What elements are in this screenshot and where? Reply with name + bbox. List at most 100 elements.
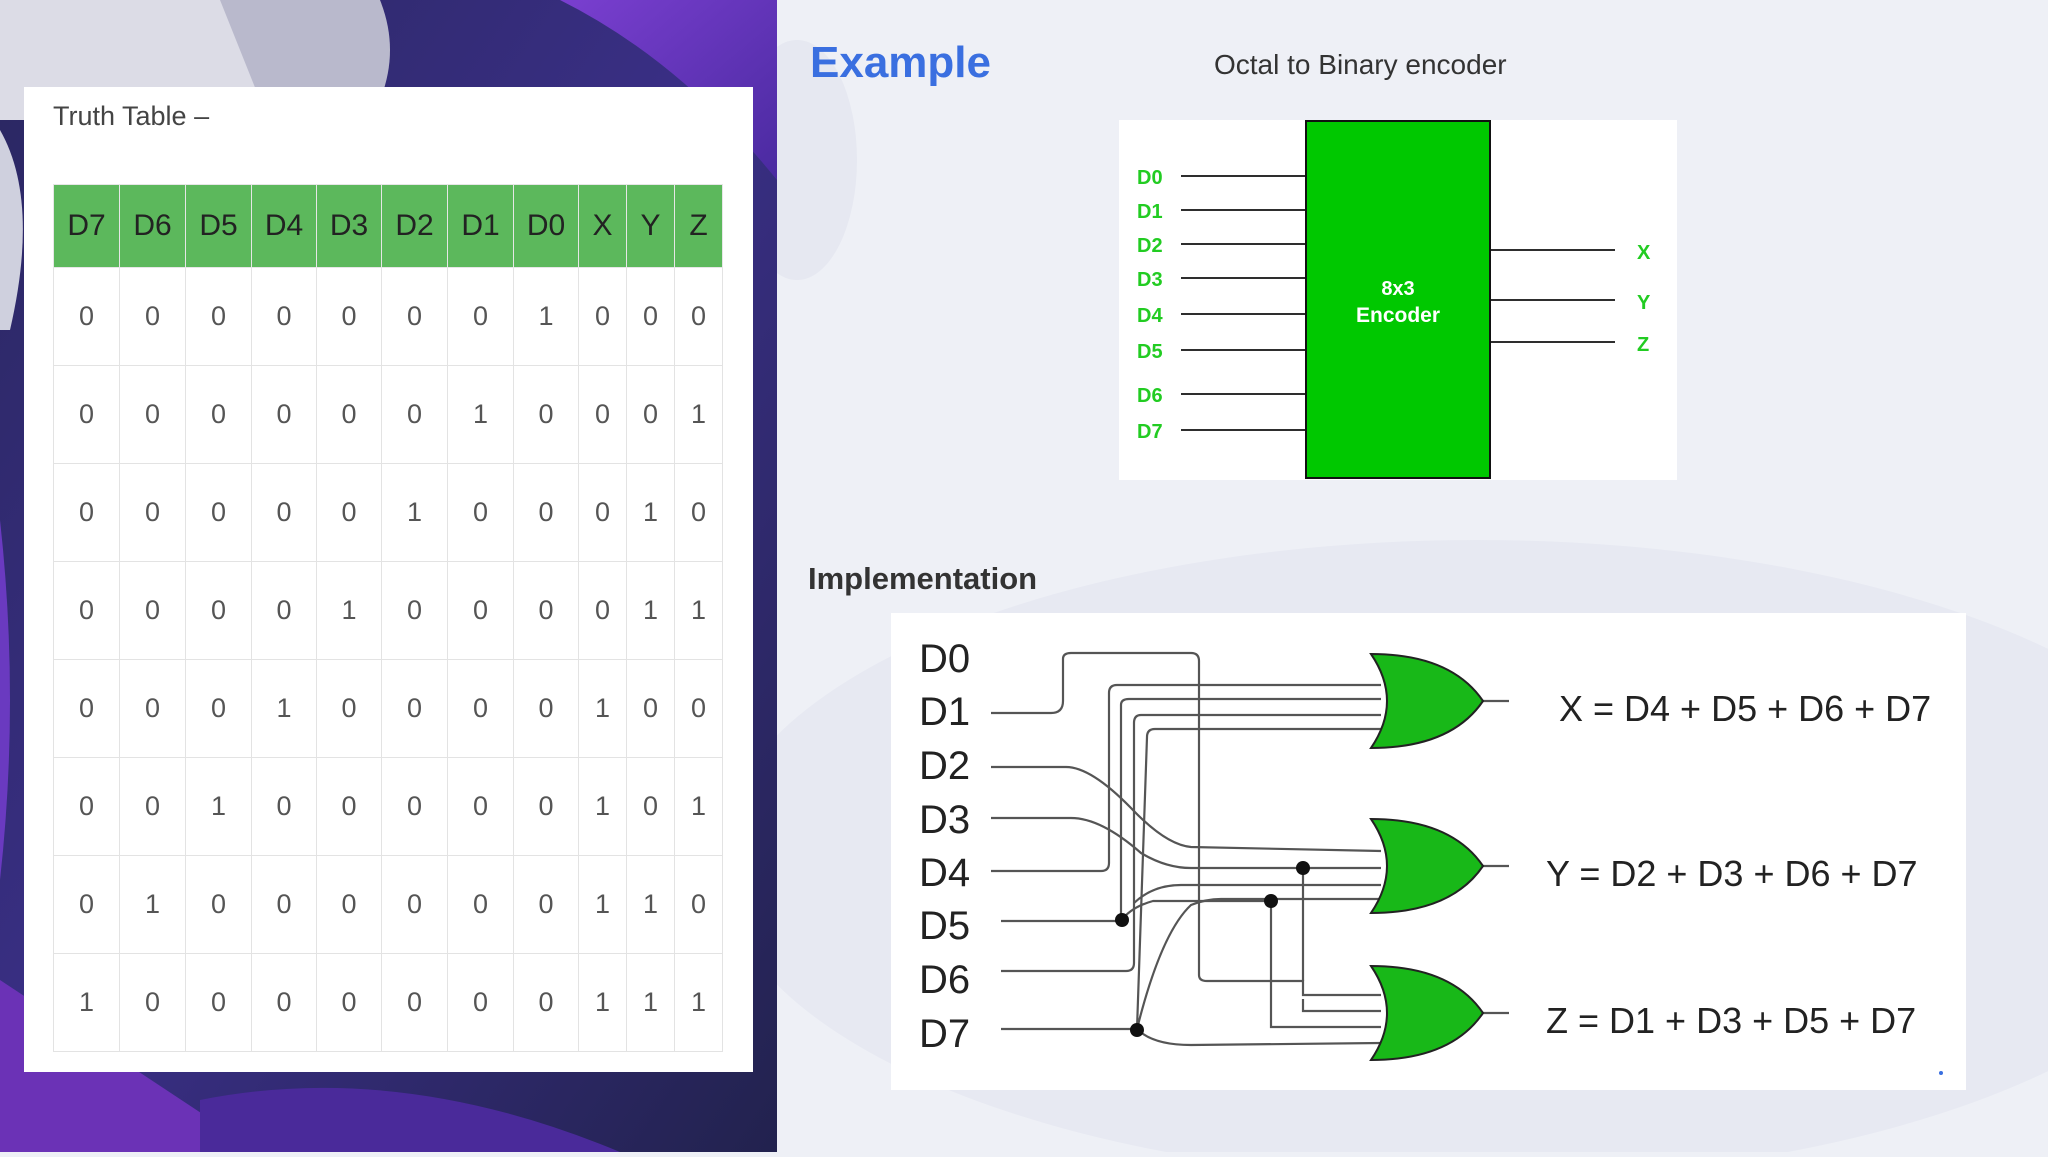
header-d0: D0 (513, 184, 579, 268)
encoder-output-label-y: Y (1637, 292, 1651, 314)
table-cell: 1 (53, 953, 120, 1052)
table-cell: 1 (578, 757, 627, 856)
table-cell: 0 (316, 953, 382, 1052)
table-cell: 1 (513, 267, 579, 366)
encoder-input-label-d5: D5 (1137, 341, 1163, 363)
wire-junctions (1115, 861, 1310, 1037)
header-d6: D6 (119, 184, 186, 268)
table-cell: 0 (251, 267, 317, 366)
table-cell: 0 (53, 757, 120, 856)
table-cell: 0 (447, 659, 514, 758)
table-cell: 0 (513, 365, 579, 464)
table-cell: 0 (119, 267, 186, 366)
table-cell: 0 (185, 855, 252, 954)
table-cell: 0 (626, 267, 675, 366)
encoder-output-label-x: X (1637, 242, 1651, 264)
table-cell: 0 (185, 953, 252, 1052)
impl-input-label-d4: D4 (919, 851, 970, 895)
table-cell: 0 (447, 953, 514, 1052)
table-cell: 0 (119, 659, 186, 758)
header-d7: D7 (53, 184, 120, 268)
table-cell: 0 (381, 267, 448, 366)
table-cell: 0 (447, 855, 514, 954)
encoder-block-label-1: 8x3 (1381, 278, 1414, 300)
junction-dot (1264, 894, 1278, 908)
table-cell: 0 (578, 561, 627, 660)
junction-dot (1115, 913, 1129, 927)
table-cell: 0 (513, 757, 579, 856)
or-gate-x (1369, 652, 1485, 750)
encoder-input-label-d7: D7 (1137, 421, 1163, 443)
table-cell: 0 (53, 267, 120, 366)
impl-input-label-d0: D0 (919, 637, 970, 681)
table-cell: 1 (626, 953, 675, 1052)
table-cell: 0 (119, 463, 186, 562)
table-cell: 0 (53, 463, 120, 562)
header-x: X (578, 184, 627, 268)
encoder-block-label-2: Encoder (1356, 304, 1440, 327)
table-cell: 0 (513, 659, 579, 758)
table-cell: 0 (674, 267, 723, 366)
table-cell: 0 (185, 267, 252, 366)
table-cell: 1 (626, 561, 675, 660)
table-cell: 0 (381, 659, 448, 758)
table-cell: 0 (251, 953, 317, 1052)
table-cell: 1 (626, 855, 675, 954)
table-cell: 0 (119, 757, 186, 856)
table-cell: 1 (251, 659, 317, 758)
table-cell: 0 (578, 365, 627, 464)
table-cell: 0 (626, 757, 675, 856)
encoder-output-label-z: Z (1637, 334, 1649, 356)
table-cell: 1 (185, 757, 252, 856)
header-d4: D4 (251, 184, 317, 268)
junction-dot (1130, 1023, 1144, 1037)
or-gate-z (1369, 964, 1485, 1062)
impl-input-label-d1: D1 (919, 690, 970, 734)
table-cell: 0 (316, 365, 382, 464)
table-cell: 0 (674, 855, 723, 954)
encoder-block (1305, 120, 1491, 479)
table-cell: 1 (674, 365, 723, 464)
table-cell: 0 (381, 561, 448, 660)
or-gate-y (1369, 817, 1485, 915)
header-z: Z (674, 184, 723, 268)
table-cell: 0 (513, 463, 579, 562)
header-y: Y (626, 184, 675, 268)
header-d1: D1 (447, 184, 514, 268)
table-cell: 1 (674, 953, 723, 1052)
table-cell: 0 (447, 561, 514, 660)
table-cell: 0 (185, 659, 252, 758)
table-cell: 1 (578, 659, 627, 758)
equation-z: Z = D1 + D3 + D5 + D7 (1546, 1000, 1916, 1041)
table-cell: 0 (447, 463, 514, 562)
table-cell: 0 (251, 365, 317, 464)
table-cell: 0 (53, 365, 120, 464)
junction-dot (1296, 861, 1310, 875)
encoder-input-label-d0: D0 (1137, 167, 1163, 189)
impl-input-label-d3: D3 (919, 798, 970, 842)
table-cell: 0 (119, 953, 186, 1052)
table-cell: 0 (185, 463, 252, 562)
wiring (991, 651, 1509, 1047)
header-d2: D2 (381, 184, 448, 268)
table-cell: 0 (513, 953, 579, 1052)
table-cell: 0 (251, 855, 317, 954)
table-cell: 0 (626, 659, 675, 758)
table-cell: 1 (626, 463, 675, 562)
table-cell: 0 (251, 757, 317, 856)
encoder-input-label-d4: D4 (1137, 305, 1163, 327)
table-cell: 1 (674, 757, 723, 856)
table-cell: 0 (578, 463, 627, 562)
impl-input-label-d2: D2 (919, 744, 970, 788)
table-cell: 0 (316, 267, 382, 366)
table-cell: 0 (381, 757, 448, 856)
